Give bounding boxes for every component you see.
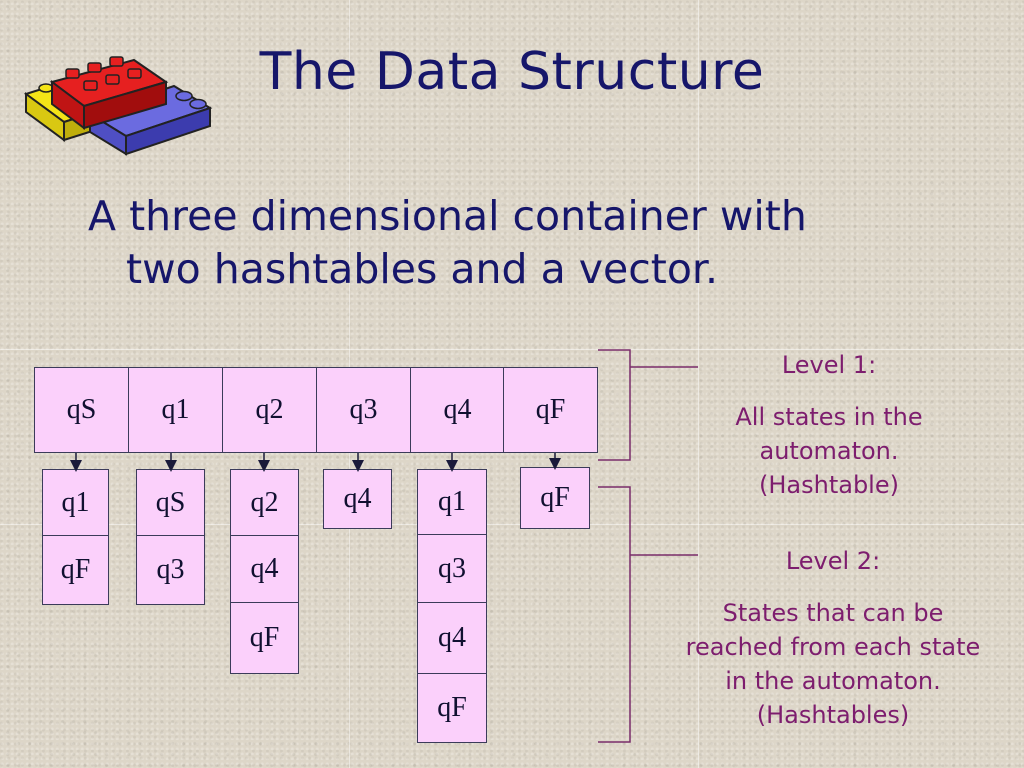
level2-heading: Level 2: — [785, 547, 881, 575]
level1-text: All states in the — [735, 403, 923, 431]
level1-cell: q1 — [128, 367, 223, 453]
level1-bracket — [598, 349, 631, 461]
level2-cell: q4 — [230, 535, 299, 603]
level2-cell: qF — [417, 673, 487, 743]
level1-cell: q4 — [410, 367, 505, 453]
level2-note: Level 2: States that can be reached from… — [652, 544, 1014, 732]
subtitle-line-1: A three dimensional container with — [88, 192, 807, 240]
level2-cell: qF — [230, 602, 299, 674]
level2-cell: qF — [42, 535, 109, 605]
level1-text: automaton. — [759, 437, 899, 465]
level2-cell: q4 — [323, 469, 392, 529]
lego-bricks-icon — [24, 56, 213, 156]
level1-note: Level 1: All states in the automaton. (H… — [684, 348, 974, 502]
level2-cell: q4 — [417, 602, 487, 674]
level1-cell: qF — [503, 367, 598, 453]
subtitle-line-2: two hashtables and a vector. — [126, 245, 719, 293]
level2-bracket — [598, 486, 631, 743]
background-gridline — [0, 524, 1024, 525]
slide-subtitle: A three dimensional container with two h… — [88, 190, 928, 296]
level2-text: States that can be — [722, 599, 944, 627]
level2-cell: q3 — [136, 535, 205, 605]
background-gridline — [0, 349, 1024, 350]
level2-text: (Hashtables) — [756, 701, 910, 729]
level1-text: (Hashtable) — [759, 471, 899, 499]
level1-heading: Level 1: — [781, 351, 877, 379]
background-gridline — [698, 0, 699, 768]
level2-cell: qS — [136, 469, 205, 536]
level1-cell: q2 — [222, 367, 317, 453]
level2-text: in the automaton. — [725, 667, 941, 695]
level1-cell: q3 — [316, 367, 411, 453]
level2-text: reached from each state — [685, 633, 981, 661]
level2-cell: q1 — [417, 469, 487, 535]
level1-cell: qS — [34, 367, 129, 453]
slide-title: The Data Structure — [259, 42, 765, 102]
